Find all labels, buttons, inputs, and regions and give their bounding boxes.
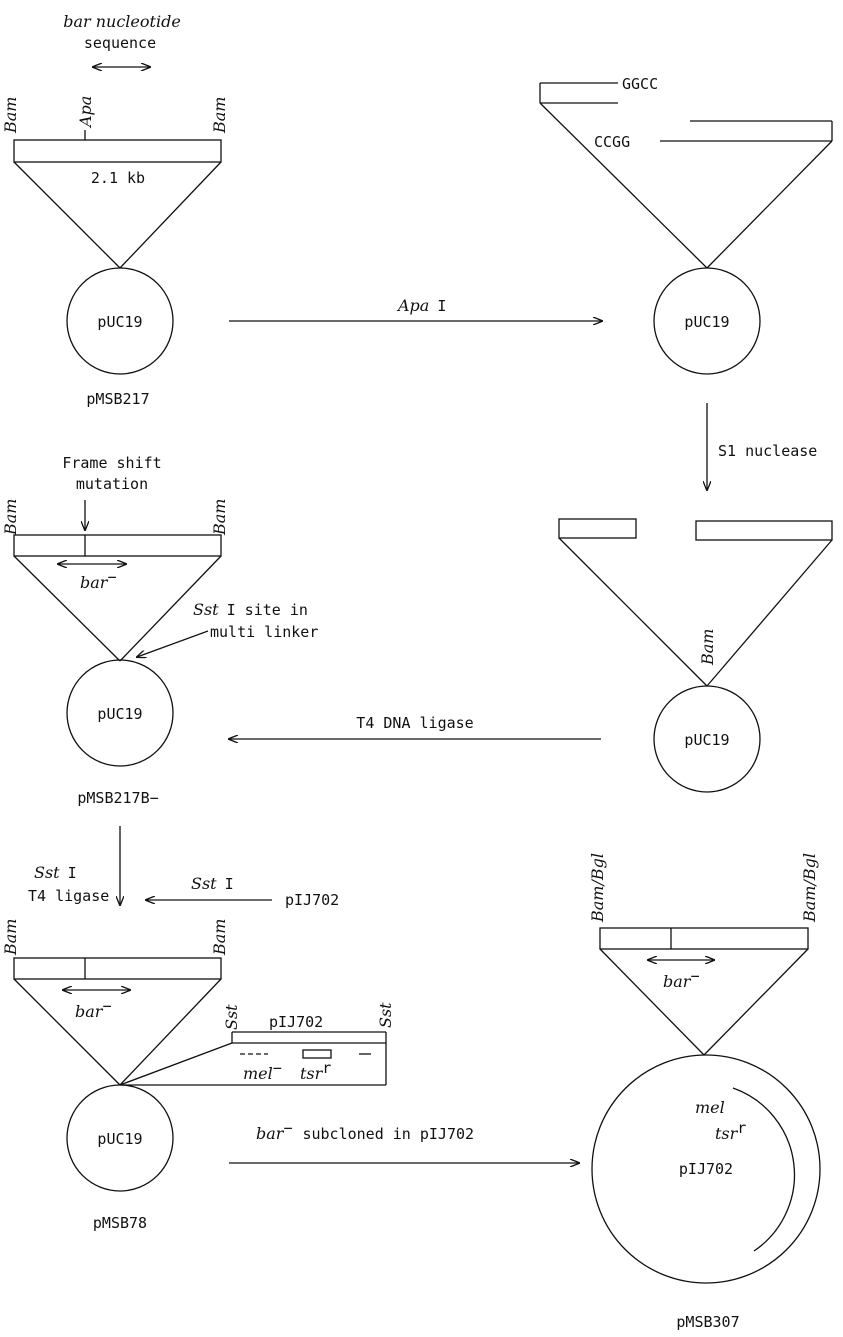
site-bam-left-217b: Bam	[1, 499, 20, 536]
pmsb307-line-right	[703, 948, 809, 1056]
s1-label: S1 nuclease	[718, 442, 817, 460]
blunted-vector: pUC19	[684, 731, 729, 749]
blunt-fragment-right	[695, 520, 833, 541]
pmsb307-name: pMSB307	[676, 1313, 739, 1331]
site-bam-right: Bam	[210, 97, 229, 134]
frame-shift-line2: mutation	[76, 475, 148, 493]
insert-fragment	[13, 139, 222, 163]
blunt-line-right	[706, 539, 833, 687]
gene-bar-minus-217b: bar−	[80, 568, 116, 592]
mel-tsr-arc	[732, 1087, 796, 1252]
pmsb217-circle	[66, 267, 174, 375]
pmsb307-construct: Bam/Bgl Bam/Bgl bar− mel tsrr pIJ702 pMS…	[588, 853, 821, 1331]
pmsb78-construct: Bam Bam bar− Sst Sst pIJ702 mel− tsrr pU…	[1, 919, 395, 1232]
pmsb217b-circle	[66, 659, 174, 767]
pij702-join-upper	[119, 1042, 233, 1086]
frame-shift-line1: Frame shift	[62, 454, 161, 472]
site-bam-left-78: Bam	[1, 919, 20, 956]
cut-line-right	[706, 140, 833, 269]
mutant-line-left	[13, 555, 121, 662]
mel-label: mel	[695, 1098, 725, 1117]
pmsb217-name: pMSB217	[86, 390, 149, 408]
sst-site-pointer	[137, 630, 209, 657]
pmsb217b-vector: pUC19	[97, 705, 142, 723]
sst-site-label-line2: multi linker	[210, 623, 318, 641]
pmsb217-vector: pUC19	[97, 313, 142, 331]
pmsb307-line-left	[599, 948, 705, 1056]
gene-bar-minus-307: bar−	[663, 967, 699, 991]
pmsb78-line-left	[13, 978, 121, 1086]
blunt-fragment-left	[558, 518, 637, 539]
site-bambgl-left: Bam/Bgl	[588, 853, 607, 923]
bar-gene-italic: bar nucleotide	[63, 12, 181, 31]
pmsb217b-name: pMSB217B−	[77, 789, 158, 807]
apa-cut-circle	[653, 267, 761, 375]
mutant-line-right	[119, 555, 222, 662]
site-bam-right-217b: Bam	[210, 499, 229, 536]
pmsb307-circle	[591, 1054, 821, 1284]
blunted-circle	[653, 685, 761, 793]
blunted-construct: Bam pUC19	[558, 518, 833, 793]
subclone-label: bar−subcloned in pIJ702	[256, 1119, 474, 1143]
site-bam-blunted: Bam	[698, 629, 717, 666]
pmsb307-fragment	[599, 927, 809, 950]
mutant-fragment	[13, 534, 222, 557]
site-sst-right: Sst	[376, 1002, 395, 1028]
sst-t4-line2: T4 ligase	[28, 887, 109, 905]
site-apa: Apa	[76, 96, 95, 129]
pmsb217-construct: bar nucleotide sequence Bam Bam Apa 2.1 …	[1, 12, 229, 408]
bar-sequence-label-line2: sequence	[84, 34, 156, 52]
pij702-source: pIJ702	[285, 891, 339, 909]
bar-sequence-label-line1: bar nucleotide	[63, 12, 181, 31]
tsr-box	[302, 1049, 332, 1059]
pmsb78-vector: pUC19	[97, 1130, 142, 1148]
tsr-label-307: tsrr	[715, 1119, 746, 1143]
pij702-inset-label: pIJ702	[269, 1013, 323, 1031]
cut-line-left	[539, 102, 708, 269]
overhang-ccgg: CCGG	[594, 133, 630, 151]
step-subclone: bar−subcloned in pIJ702	[229, 1119, 579, 1163]
tsr-r-label: tsrr	[300, 1059, 331, 1083]
mel-minus-label: mel−	[243, 1059, 282, 1083]
site-bambgl-right: Bam/Bgl	[800, 853, 819, 923]
site-sst-left: Sst	[222, 1004, 241, 1030]
pmsb78-line-right	[119, 978, 222, 1086]
site-bam-right-78: Bam	[210, 919, 229, 956]
pmsb78-name: pMSB78	[93, 1214, 147, 1232]
t4-label: T4 DNA ligase	[356, 714, 473, 732]
insert-line-left	[13, 161, 121, 269]
overhang-ggcc: GGCC	[622, 75, 658, 93]
apa-cut-vector: pUC19	[684, 313, 729, 331]
blunt-line-left	[558, 537, 708, 687]
site-bam-left: Bam	[1, 97, 20, 134]
step-s1-nuclease: S1 nuclease	[707, 403, 817, 490]
step-t4-ligase: T4 DNA ligase	[229, 714, 601, 739]
pmsb78-fragment	[13, 957, 222, 980]
pmsb307-vector: pIJ702	[679, 1160, 733, 1178]
apa-cut-construct: GGCC CCGG pUC19	[539, 75, 833, 375]
insert-size: 2.1 kb	[91, 169, 145, 187]
gene-bar-minus-78: bar−	[75, 997, 111, 1021]
insert-line-right	[119, 161, 222, 269]
pmsb78-circle	[66, 1084, 174, 1192]
